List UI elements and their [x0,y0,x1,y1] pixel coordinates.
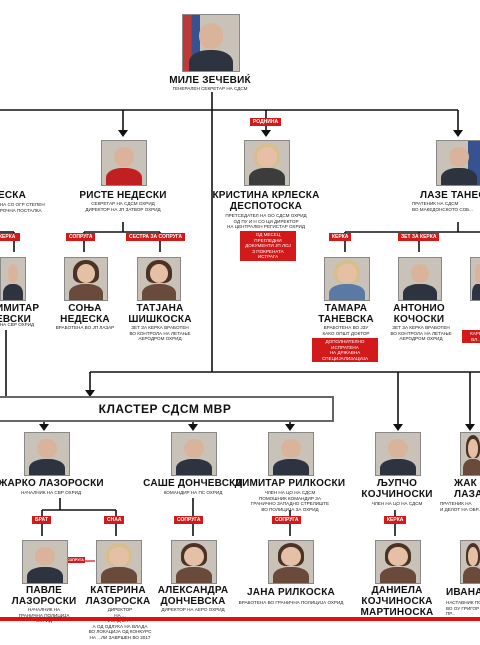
tag-soprug-small: СОПРУГА [66,557,85,563]
name-sonja-nedeska: СОЊА НЕДЕСКА [60,303,110,325]
red-divider-bar [0,617,480,621]
photo-zak-edge [460,432,480,476]
role-tamara-tanevska: ВРАБОТЕНА ВО ЈЗУ КАКО ОПШТ ДОКТОР [322,325,370,336]
name-laze-tanevski: ЛАЗЕ ТАНЕСК [420,190,480,201]
role-sonja-nedeska: ВРАБОТЕНА ВО ЈП ЛАЗАР [55,325,115,330]
photo-katerina-lazoroska [96,540,142,584]
photo-sase-doncevski [171,432,217,476]
photo-aleksandra-doncevska [171,540,217,584]
name-mile-zecevic: МИЛЕ ЗЕЧЕВИЌ [169,75,251,86]
photo-right-edge [470,257,480,301]
note-tamara: ДОПОЛНИТЕЛНО ИСПРАТЕНА НА ДРЖАВНА СПЕЦИЈ… [312,338,378,363]
role-aleksandra-doncevska: ДИРЕКТОР НА АЕРО ОХРИД [161,607,225,612]
photo-riste-nedeski [101,140,147,186]
name-kristina-krleska: КРИСТИНА КРЛЕСКА ДЕСПОТОСКА [212,190,320,212]
note-right-edge: КАРЕ ВЛ... [462,330,480,344]
role-ivana-edge: НАСТАВНИК ПО... ВО ОУ ГРИГОР ПР... [446,600,480,617]
photo-laze-tanevski [436,140,480,186]
photo-zarko-lazoroski [24,432,70,476]
photo-kristina-krleska [244,140,290,186]
photo-pavle-lazoroski [22,540,68,584]
name-tatjana-siskoska: ТАТЈАНА ШИШКОСКА [128,303,192,325]
role-antonio-kocoski: ЗЕТ ЗА КЕРКА ВРАБОТЕН ВО КОНТРОЛА НА ЛЕТ… [390,325,452,342]
role-dimitar-left: ...НА СВР ОХРИД [0,322,35,327]
tag-sestra: СЕСТРА ЗА СОПРУГА [126,233,185,241]
name-dimitar-rilkoski: ДИМИТАР РИЛКОСКИ [234,478,346,489]
name-sase-doncevski: САШЕ ДОНЧЕВСКИ [143,478,243,489]
tag-kerka-laze: КЕРКА [329,233,352,241]
name-pavle-lazoroski: ПАВЛЕ ЛАЗОРОСКИ [11,585,77,607]
role-mile-zecevic: ГЕНЕРАЛЕН СЕКРЕТАР НА СДСМ [172,86,248,91]
tag-soprug-sase: СОПРУГА [174,516,204,524]
role-dimitar-rilkoski: ЧЛЕН НА ЦО НА СДСМ ПОМОШНИК КОМАНДИР ЗА … [250,490,330,512]
name-tamara-tanevska: ТАМАРА ТАНЕВСКА [318,303,374,325]
note-kristina: ОД МЕСЕЦ ПРЕГЛЕДНИ ДОКУМЕНТИ ЈП ЛОЈ З ПО… [240,231,296,261]
role-sase-doncevski: КОМАНДИР НА ПС ОХРИД [163,490,223,495]
tag-soprug-riste: СОПРУГА [66,233,96,241]
name-zak-edge: ЖАК ЛАЗАР [454,478,480,500]
name-dimitar-left: ИМИТАР ЕВСКИ [0,303,40,325]
tag-soprug-dimitar: СОПРУГА [272,516,302,524]
photo-jana-rilkoska [268,540,314,584]
photo-mile-zecevic [182,14,240,72]
photo-tamara-tanevska [324,257,370,301]
tag-brat: БРАТ [32,516,51,524]
tag-kerka-ljupco: КЕРКА [384,516,407,524]
name-ivana-edge: ИВАНА Л [446,587,480,598]
cluster-sdsm-mvr-heading: КЛАСТЕР СДСМ МВР [0,396,334,422]
photo-dimitar-rilkoski [268,432,314,476]
role-jana-rilkoska: ВРАБОТЕНА ВО ГРАНИЧНА ПОЛИЦИЈА ОХРИД [238,600,344,605]
photo-tatjana-siskoska [137,257,181,301]
photo-sonja-nedeska [64,257,108,301]
name-aleksandra-doncevska: АЛЕКСАНДРА ДОНЧЕВСКА [157,585,229,607]
name-left-edge: ЕСКА [0,190,27,201]
role-ljupco-kojcinoski: ЧЛЕН НА ЦО НА СДСМ [371,501,423,506]
name-jana-rilkoska: ЈАНА РИЛКОСКА [247,587,335,598]
tag-zet: ЗЕТ ЗА КЕРКА [398,233,440,241]
role-zarko-lazoroski: НАЧАЛНИК НА СВР ОХРИД [20,490,82,495]
photo-ljupco-kojcinoski [375,432,421,476]
role-laze-tanevski: ПРАТЕНИК НА СДСМ ВО МАКЕДОНСКОТО СОБ... [412,201,473,212]
name-antonio-kocoski: АНТОНИО КОЧОСКИ [393,303,445,325]
tag-snaa: СНАА [104,516,125,524]
name-riste-nedeski: РИСТЕ НЕДЕСКИ [79,190,167,201]
tag-rodnina: РОДНИНА [250,118,282,126]
name-daniela-kojcinoska: ДАНИЕЛА КОЈЧИНОСКА МАРТИНОСКА [360,585,434,618]
tag-left-edge: КЕРКА [0,233,20,241]
name-zarko-lazoroski: ЖАРКО ЛАЗОРОСКИ [0,478,104,489]
name-katerina-lazoroska: КАТЕРИНА ЛАЗОРОСКА [85,585,151,607]
role-tatjana-siskoska: ЗЕТ ЗА КЕРКА ВРАБОТЕН ВО КОНТРОЛА НА ЛЕТ… [129,325,191,342]
photo-daniela-kojcinoska [375,540,421,584]
role-kristina-krleska: ПРЕТСЕДАТЕЛ НА ОО СДСМ ОХРИД ОД ПУ И Н С… [225,213,307,230]
role-zak-edge: ПРАТЕНИК НА И ДЕЛОТ НА ОБР... [440,501,480,512]
role-katerina-lazoroska: ДИРЕКТОР НА ... ФОНД ЗА ... А ОД ОДЛУКА … [88,607,152,640]
photo-antonio-kocoski [398,257,442,301]
photo-ivana-edge [460,540,480,584]
role-riste-nedeski: СЕКРЕТАР НА СДСМ ОХРИД ДИРЕКТОР НА ЈП ЗА… [85,201,161,212]
name-ljupco-kojcinoski: ЉУПЧО КОЈЧИНОСКИ [361,478,433,500]
role-left-edge: ...НА СО ОГР СТЕПЕН ...РОЧНА ПОСТАЛКА [0,202,45,213]
photo-dimitar-left [0,257,26,301]
role-pavle-lazoroski: НАЧАЛНИК НА ГРАНИЧНА ПОЛИЦИЈА ОХРИД [18,607,70,623]
